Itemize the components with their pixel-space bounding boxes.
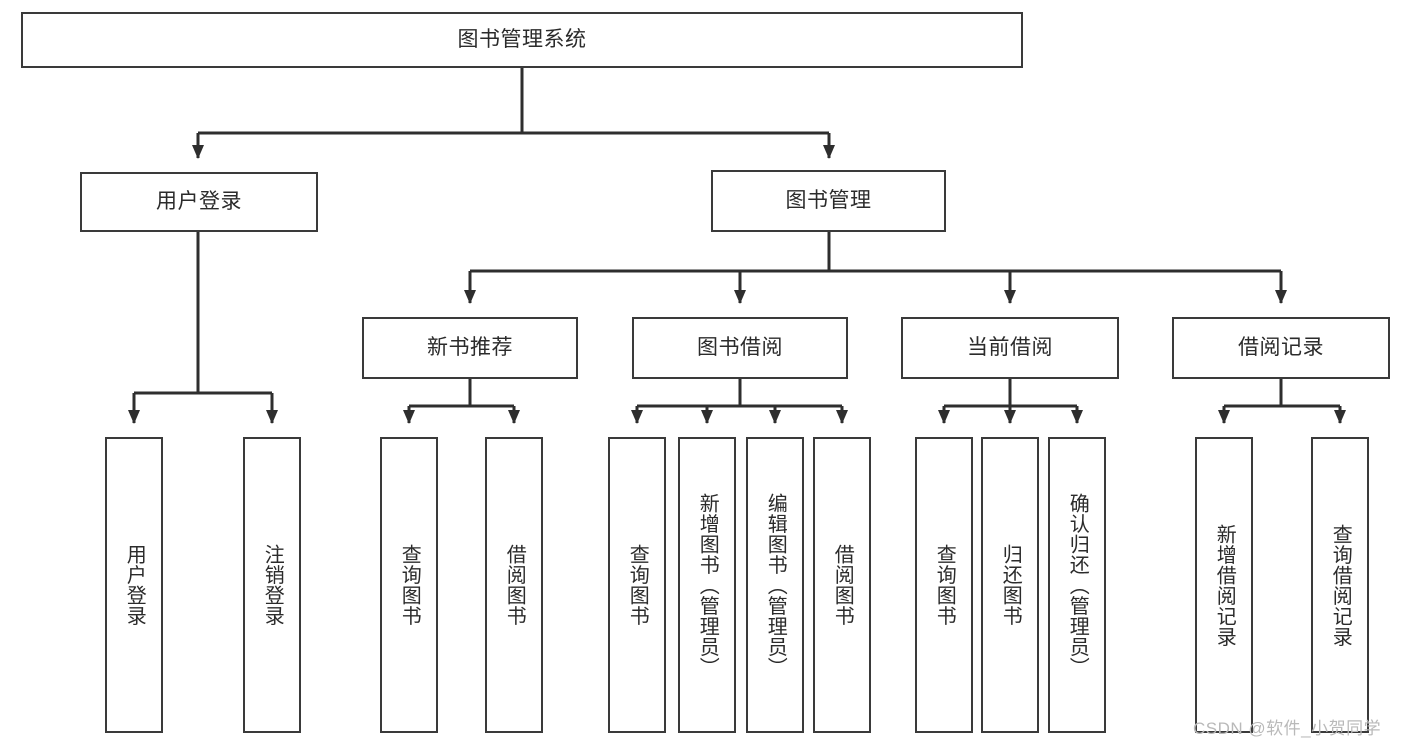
node-borrow-record[interactable]: 借阅记录: [1172, 317, 1390, 379]
node-current-borrow[interactable]: 当前借阅: [901, 317, 1119, 379]
leaf-current-borrow-query[interactable]: 查询图书: [915, 437, 973, 733]
new-book-to-leaves-connectors: [403, 379, 520, 424]
leaf-book-borrow-borrow[interactable]: 借阅图书: [813, 437, 871, 733]
leaf-borrow-record-add[interactable]: 新增借阅记录: [1195, 437, 1253, 733]
node-book-management[interactable]: 图书管理: [711, 170, 946, 232]
leaf-current-borrow-return[interactable]: 归还图书: [981, 437, 1039, 733]
csdn-watermark: CSDN @软件_小贺同学: [1193, 719, 1382, 738]
node-book-borrow[interactable]: 图书借阅: [632, 317, 848, 379]
root-to-level2-connectors: [192, 68, 835, 159]
user-login-to-leaves-connectors: [128, 232, 278, 424]
leaf-book-borrow-query[interactable]: 查询图书: [608, 437, 666, 733]
leaf-user-login-signout[interactable]: 注销登录: [243, 437, 301, 733]
borrow-record-to-leaves-connectors: [1218, 379, 1346, 424]
node-user-login[interactable]: 用户登录: [80, 172, 318, 232]
leaf-book-borrow-add[interactable]: 新增图书（管理员）: [678, 437, 736, 733]
leaf-current-borrow-confirm-return[interactable]: 确认归还（管理员）: [1048, 437, 1106, 733]
book-management-to-level3-connectors: [464, 232, 1287, 304]
leaf-new-book-query[interactable]: 查询图书: [380, 437, 438, 733]
leaf-borrow-record-query[interactable]: 查询借阅记录: [1311, 437, 1369, 733]
leaf-book-borrow-edit[interactable]: 编辑图书（管理员）: [746, 437, 804, 733]
node-root-system[interactable]: 图书管理系统: [21, 12, 1023, 68]
book-borrow-to-leaves-connectors: [631, 379, 848, 424]
leaf-user-login-signin[interactable]: 用户登录: [105, 437, 163, 733]
node-new-book-recommend[interactable]: 新书推荐: [362, 317, 578, 379]
current-borrow-to-leaves-connectors: [938, 379, 1083, 424]
leaf-new-book-borrow[interactable]: 借阅图书: [485, 437, 543, 733]
